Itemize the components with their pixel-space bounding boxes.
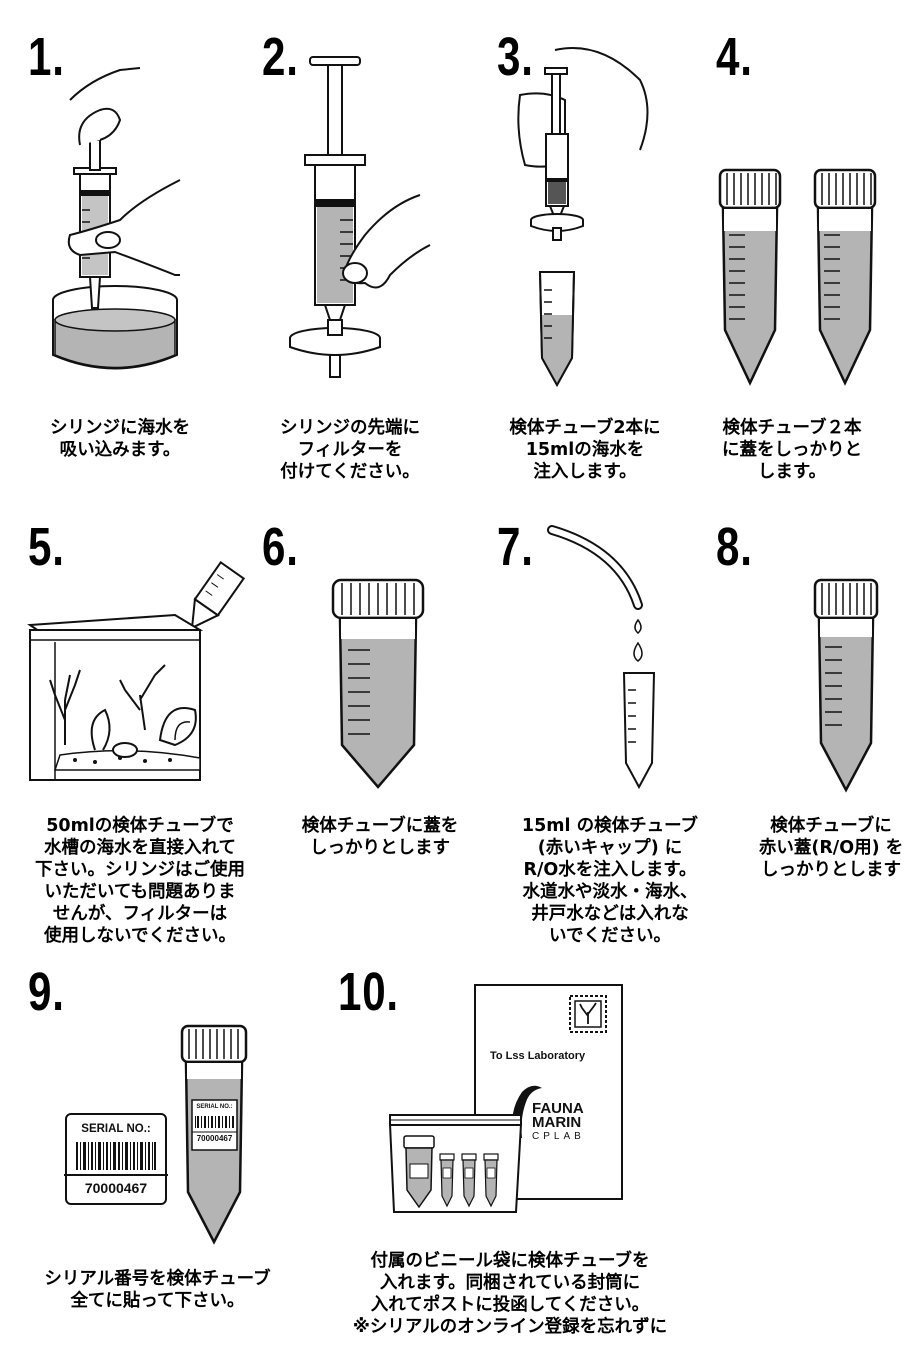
step-caption: 50mlの検体チューブで 水槽の海水を直接入れて 下さい。シリンジはご使用 いた… (35, 816, 245, 946)
step-number: 1. (28, 27, 65, 87)
serial-label-title: SERIAL NO.: (81, 1123, 151, 1135)
step-number: 7. (497, 517, 534, 577)
capped-tube-illustration (331, 578, 425, 789)
step-number: 4. (716, 27, 753, 87)
aquarium-illustration (27, 561, 246, 781)
step-number: 10. (338, 962, 399, 1022)
brand-logo: FAUNA MARIN CPLAB (532, 1100, 585, 1142)
red-capped-tube-illustration (813, 578, 879, 793)
syringe-filter-illustration (289, 56, 431, 378)
two-capped-tubes-illustration (718, 168, 877, 386)
step-caption: 15ml の検体チューブ (赤いキャップ) に R/O水を注入します。 水道水や… (521, 816, 699, 946)
step-number: 6. (262, 517, 299, 577)
step-caption: シリアル番号を検体チューブ 全てに貼って下さい。 (44, 1269, 271, 1311)
stamp-icon (569, 995, 607, 1033)
barcode-icon (76, 1142, 156, 1170)
step-caption: 検体チューブに 赤い蓋(R/O用) を しっかりとします (758, 816, 904, 880)
step-number: 8. (716, 517, 753, 577)
step-caption: 付属のビニール袋に検体チューブを 入れます。同梱されている封筒に 入れてポストに… (352, 1251, 668, 1337)
step-caption: シリンジの先端に フィルターを 付けてください。 (280, 418, 420, 482)
labeled-tube-illustration (180, 1024, 248, 1245)
ro-water-illustration (547, 525, 656, 790)
step-caption: 検体チューブに蓋を しっかりとします (301, 816, 459, 858)
step-number: 2. (262, 27, 299, 87)
syringe-water-illustration (52, 67, 181, 370)
step-number: 9. (28, 962, 65, 1022)
tube-label-number: 70000467 (196, 1134, 233, 1143)
inject-tube-illustration (517, 47, 649, 388)
envelope-address: To Lss Laboratory (490, 1050, 586, 1062)
serial-label-number: 70000467 (64, 1174, 168, 1200)
plastic-bag-illustration (388, 1114, 523, 1213)
step-number: 3. (497, 27, 534, 87)
step-caption: 検体チューブ２本 に蓋をしっかりと します。 (722, 418, 862, 482)
serial-label-card: SERIAL NO.: 70000467 (64, 1113, 168, 1205)
tube-label-title: SERIAL NO.: (196, 1104, 233, 1110)
step-caption: シリンジに海水を 吸い込みます。 (50, 418, 190, 460)
step-caption: 検体チューブ2本に 15mlの海水を 注入します。 (509, 418, 661, 482)
step-number: 5. (28, 517, 65, 577)
